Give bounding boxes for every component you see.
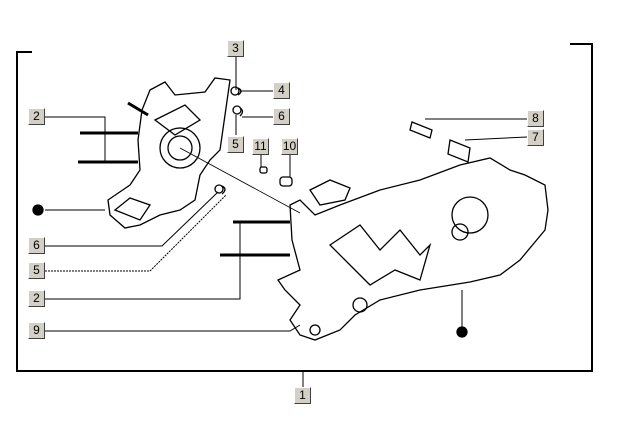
callout-2[interactable]: 2: [28, 290, 45, 307]
callout-4[interactable]: 4: [273, 82, 290, 99]
leader-lines: [45, 57, 528, 332]
callout-6[interactable]: 6: [273, 108, 290, 125]
callout-10[interactable]: 10: [281, 138, 298, 155]
callout-3[interactable]: 3: [227, 40, 244, 57]
left-crankcase-half: [78, 77, 301, 229]
callout-2[interactable]: 2: [28, 108, 45, 125]
assembly-bracket: [16, 43, 593, 387]
callout-7[interactable]: 7: [527, 129, 544, 146]
callout-5[interactable]: 5: [28, 262, 45, 279]
callout-9[interactable]: 9: [28, 322, 45, 339]
reference-dot-left: [32, 204, 44, 216]
callout-5[interactable]: 5: [227, 136, 244, 153]
reference-dot-right: [456, 326, 468, 338]
right-crankcase-half: [277, 157, 549, 341]
small-parts: [214, 86, 471, 257]
callout-6[interactable]: 6: [28, 237, 45, 254]
callout-1[interactable]: 1: [294, 387, 311, 404]
callout-11[interactable]: 11: [252, 138, 269, 155]
callout-8[interactable]: 8: [527, 110, 544, 127]
